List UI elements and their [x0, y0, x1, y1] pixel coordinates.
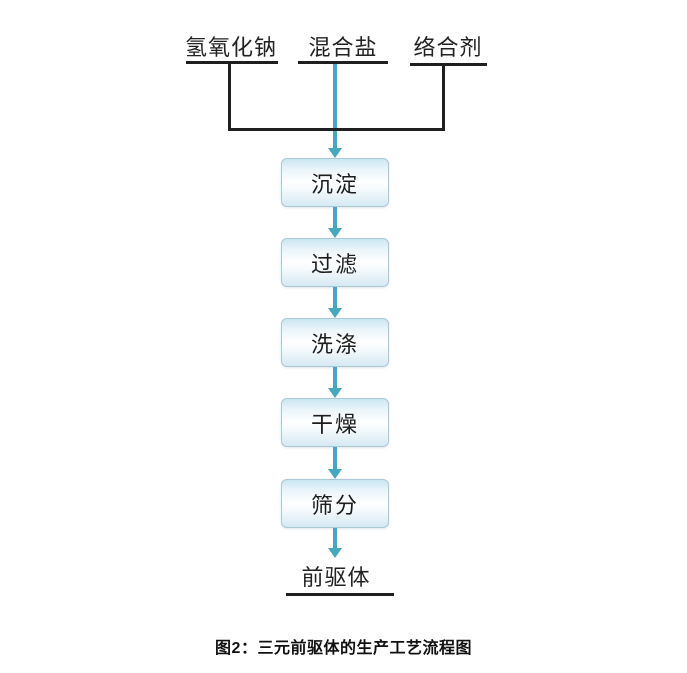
step-label: 过滤: [310, 251, 359, 277]
down-arrow-icon: [328, 528, 342, 558]
output-underline: [286, 593, 394, 596]
arrow-shaft: [333, 528, 337, 549]
output-node-precursor: 前驱体: [301, 565, 371, 590]
arrow-shaft: [333, 447, 337, 470]
arrow-head: [328, 308, 342, 318]
arrow-head: [328, 388, 342, 398]
down-arrow-icon: [328, 447, 342, 479]
down-arrow-icon: [328, 287, 342, 318]
connector-line-right: [442, 65, 445, 131]
step-box-washing: 洗涤: [281, 318, 389, 367]
arrow-head: [328, 228, 342, 238]
step-label: 洗涤: [310, 331, 359, 357]
input-underline-left: [186, 61, 278, 64]
input-node-complexing-agent: 络合剂: [413, 35, 483, 60]
arrow-shaft: [333, 64, 337, 149]
arrow-head: [328, 548, 342, 558]
step-box-drying: 干燥: [281, 398, 389, 447]
step-label: 干燥: [310, 411, 359, 437]
arrow-shaft: [333, 287, 337, 309]
down-arrow-icon: [328, 64, 342, 158]
down-arrow-icon: [328, 207, 342, 238]
down-arrow-icon: [328, 367, 342, 398]
arrow-shaft: [333, 207, 337, 229]
connector-merge-bar: [228, 128, 445, 131]
arrow-head: [328, 148, 342, 158]
input-node-mixed-salt: 混合盐: [308, 35, 378, 60]
step-box-sieving: 筛分: [281, 479, 389, 528]
step-box-precipitation: 沉淀: [281, 158, 389, 207]
arrow-head: [328, 469, 342, 479]
input-underline-right: [410, 63, 487, 66]
step-label: 沉淀: [310, 171, 359, 197]
input-underline-middle: [298, 61, 388, 64]
figure-caption: 图2：三元前驱体的生产工艺流程图: [215, 640, 472, 657]
connector-line-left: [228, 63, 231, 131]
input-node-sodium-hydroxide: 氢氧化钠: [184, 35, 277, 60]
step-label: 筛分: [310, 492, 359, 518]
step-box-filtration: 过滤: [281, 238, 389, 287]
arrow-shaft: [333, 367, 337, 389]
